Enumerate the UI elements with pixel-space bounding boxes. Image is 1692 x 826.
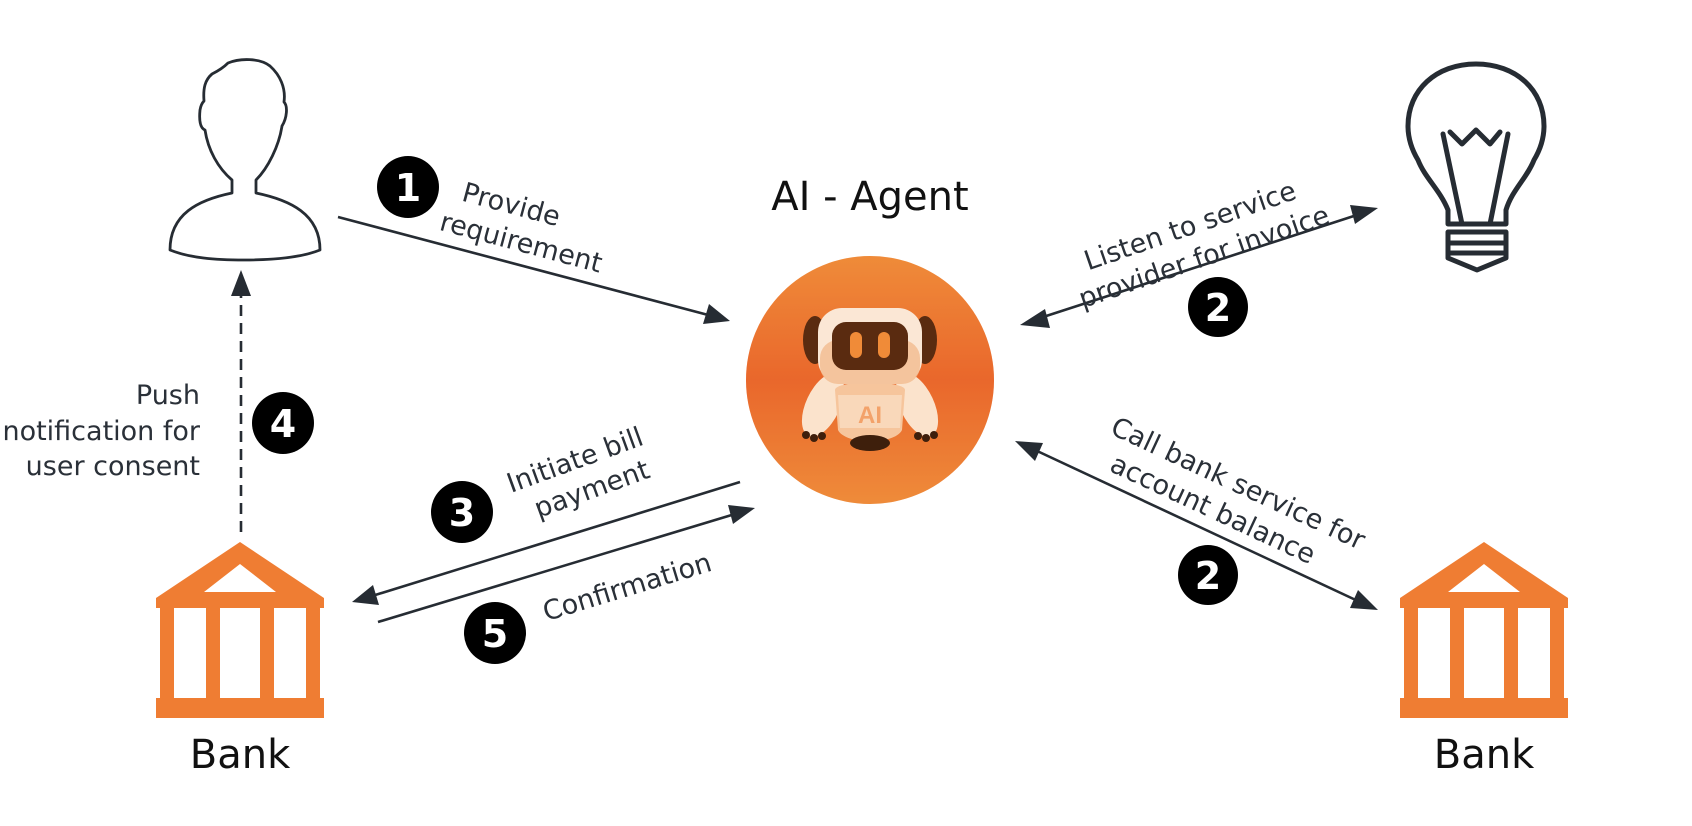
arrow-line	[371, 480, 741, 598]
bank-right-node	[1400, 542, 1568, 718]
step-badge: 5	[464, 602, 526, 664]
edge-label-line: user consent	[26, 451, 200, 482]
arrowhead-icon	[1020, 309, 1050, 328]
arrowhead-icon	[352, 585, 379, 605]
lightbulb-icon	[1405, 61, 1547, 273]
edge-step-1: 1 Provide requirement	[337, 156, 730, 324]
edge-step-2-bank: 2 Call bank service for account balance	[1015, 411, 1378, 610]
agent-node: AI	[746, 256, 994, 504]
step-badge: 3	[431, 481, 493, 543]
bank-left-label: Bank	[190, 732, 291, 778]
arrow-line	[1039, 212, 1361, 320]
arrow-line	[1034, 448, 1361, 604]
arrow-line	[377, 512, 736, 624]
svg-text:4: 4	[270, 402, 296, 446]
user-icon	[168, 58, 322, 262]
svg-text:1: 1	[395, 166, 421, 210]
svg-text:3: 3	[449, 491, 475, 535]
step-badge: 2	[1188, 277, 1248, 337]
edge-step-4: 4 Push notification for user consent	[2, 270, 314, 532]
agent-title: AI - Agent	[771, 174, 968, 220]
svg-text:2: 2	[1205, 286, 1231, 330]
edge-step-2-provider: 2 Listen to service provider for invoice	[1020, 176, 1378, 337]
arrowhead-icon	[703, 304, 730, 324]
step-badge: 1	[377, 156, 439, 218]
svg-text:5: 5	[482, 612, 508, 656]
edge-label-line: notification for	[2, 416, 200, 447]
edge-label-line: Confirmation	[539, 547, 715, 628]
arrowhead-icon	[1350, 205, 1378, 224]
bank-icon	[156, 542, 324, 718]
arrowhead-icon	[1350, 590, 1378, 610]
edge-label-line: Push	[136, 380, 200, 411]
arrowhead-icon	[728, 505, 755, 524]
bank-right-label: Bank	[1434, 732, 1535, 778]
robot-icon: AI	[801, 308, 939, 451]
bank-icon	[1400, 542, 1568, 718]
edge-step-5: 5 Confirmation	[377, 505, 755, 664]
step-badge: 2	[1178, 545, 1238, 605]
step-badge: 4	[252, 392, 314, 454]
user-node	[168, 58, 322, 262]
bank-left-node	[156, 542, 324, 718]
arrow-line	[337, 215, 713, 318]
arrowhead-icon	[231, 270, 251, 296]
robot-chest-text: AI	[858, 402, 882, 429]
lightbulb-node	[1405, 61, 1547, 273]
svg-text:2: 2	[1195, 554, 1221, 598]
arrowhead-icon	[1015, 441, 1043, 461]
